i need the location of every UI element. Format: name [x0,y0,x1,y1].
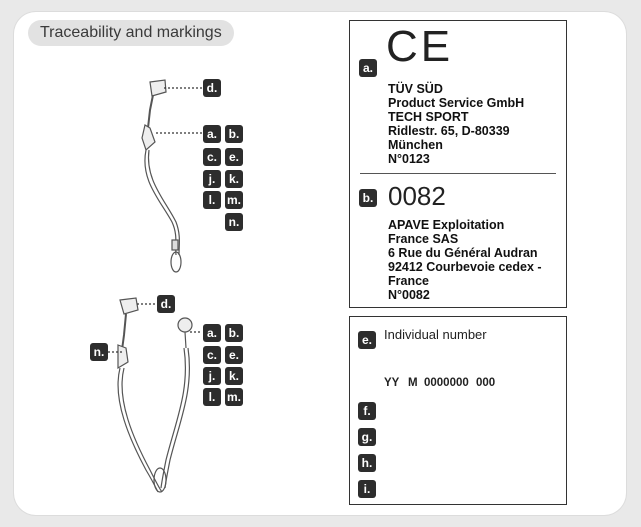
tag-f-box: f. [358,402,376,420]
loop-bottom-icon [153,467,167,493]
lanyard-illustration-top [141,79,182,273]
box-divider [360,173,556,174]
buckle-top-icon [141,124,156,152]
box-b-line-6: N°0082 [388,288,430,302]
box-a-line-4: Ridlestr. 65, D-80339 [388,124,510,138]
tag-k-top: k. [225,170,243,188]
tag-h-box: h. [358,454,376,472]
tag-c-top: c. [203,148,221,166]
tag-a-box: a. [359,59,377,77]
connector-bottom-icon [119,297,139,315]
certification-box: a. CE TÜV SÜD Product Service GmbH TECH … [349,20,567,308]
box-b-line-5: France [388,274,429,288]
tag-n-bottom: n. [90,343,108,361]
notified-body-number: 0082 [388,181,446,211]
box-a-line-1: TÜV SÜD [388,82,443,96]
box-a-line-2: Product Service GmbH [388,96,525,110]
box-a-line-3: TECH SPORT [388,110,469,124]
leader-lines-bottom [108,303,202,353]
tag-l-bottom: l. [203,388,221,406]
individual-number-box: e. Individual number YY M 0000000 000 f.… [349,316,567,505]
tag-b-bottom: b. [225,324,243,342]
tag-e-top: e. [225,148,243,166]
tag-d-bottom: d. [157,295,175,313]
ce-mark: CE [386,22,454,71]
box-b-line-1: APAVE Exploitation [388,218,505,232]
tag-i-box: i. [358,480,376,498]
code-serial: 0000000 [424,377,469,389]
tag-k-bottom: k. [225,367,243,385]
lanyard-illustration-bottom [117,297,193,493]
code-yy: YY [384,377,400,389]
tag-e-box: e. [358,331,376,349]
tag-j-bottom: j. [203,367,221,385]
code-m: M [408,377,418,389]
loop-top-icon [170,251,182,273]
box-b-line-2: France SAS [388,232,459,246]
connector-top-icon [149,79,167,97]
tag-m-top: m. [225,191,243,209]
box-b-line-4: 92412 Courbevoie cedex - [388,260,542,274]
box-b-line-3: 6 Rue du Général Audran [388,246,538,260]
tag-n-top: n. [225,213,243,231]
tag-e-bottom: e. [225,346,243,364]
tag-m-bottom: m. [225,388,243,406]
tag-j-top: j. [203,170,221,188]
leader-lines-top [156,87,202,134]
tag-a-top: a. [203,125,221,143]
section-title: Traceability and markings [28,20,234,46]
tag-c-bottom: c. [203,346,221,364]
tag-b-box: b. [359,189,377,207]
code-batch: 000 [476,377,496,389]
individual-number-label: Individual number [384,327,487,342]
ring-bottom-icon [177,317,193,333]
buckle-bottom-icon [117,344,129,370]
box-a-line-5: München [388,138,443,152]
tag-d-top: d. [203,79,221,97]
tag-l-top: l. [203,191,221,209]
tag-g-box: g. [358,428,376,446]
tag-a-bottom: a. [203,324,221,342]
box-a-line-6: N°0123 [388,152,430,166]
tag-b-top: b. [225,125,243,143]
